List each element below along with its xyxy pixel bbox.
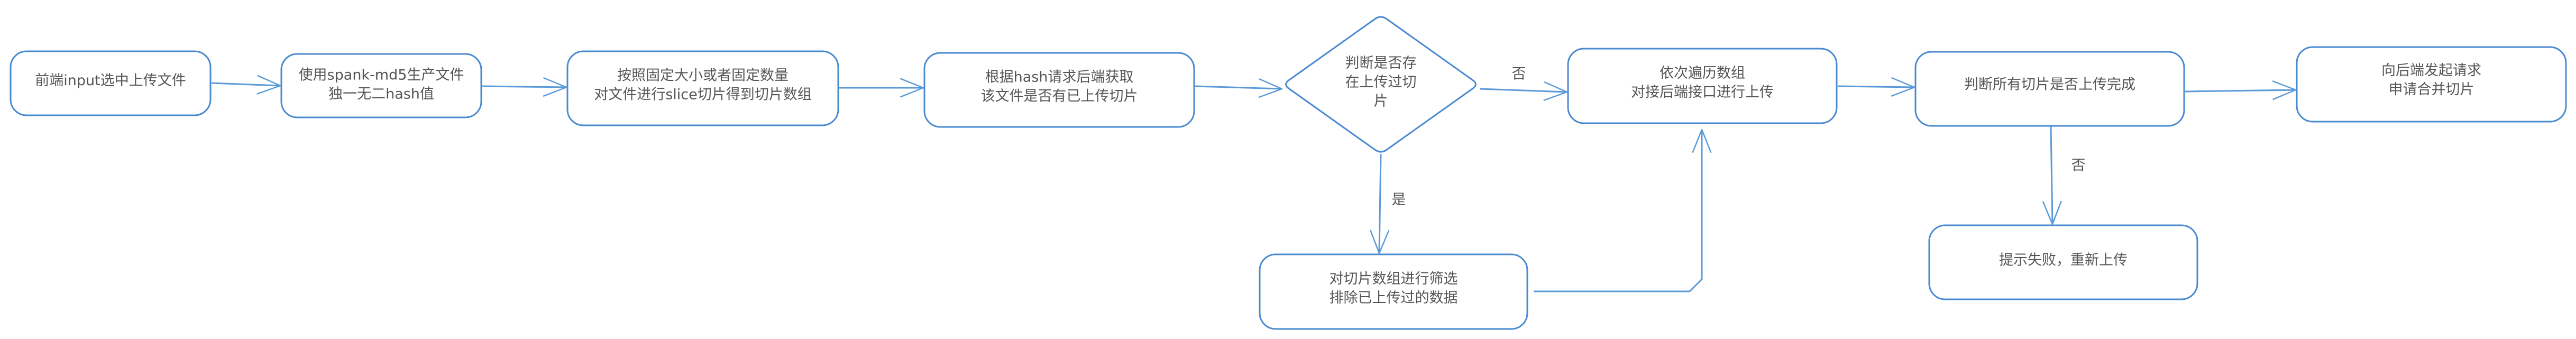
node-label-line: 排除已上传过的数据	[1330, 290, 1458, 306]
arrowhead-icon	[2042, 200, 2062, 225]
node-label-line: 前端input选中上传文件	[35, 72, 186, 89]
edges-layer	[211, 75, 2297, 292]
edge-upload-chunks-to-check-complete	[1837, 77, 1915, 97]
edge-select-file-to-compute-hash	[211, 75, 281, 95]
process-box	[1928, 224, 2198, 300]
arrowhead-icon	[2272, 80, 2297, 100]
node-label-line: 对接后端接口进行上传	[1631, 84, 1774, 100]
process-box	[280, 53, 482, 118]
connector-line	[211, 82, 281, 87]
connector-line	[1378, 153, 1382, 254]
node-label-line: 申请合并切片	[2389, 81, 2474, 98]
connector-line	[2185, 89, 2296, 93]
process-box	[923, 52, 1195, 128]
arrowhead-icon	[1543, 81, 1568, 101]
node-check-complete[interactable]: 判断所有切片是否上传完成	[1914, 51, 2185, 127]
node-label-line: 使用spank-md5生产文件	[299, 67, 464, 84]
node-label-line: 在上传过切	[1345, 74, 1417, 90]
process-box	[1259, 253, 1528, 330]
edge-label: 否	[2071, 158, 2086, 174]
arrowhead-icon	[900, 78, 924, 98]
arrowhead-icon	[1891, 77, 1915, 97]
node-label-line: 依次遍历数组	[1660, 65, 1745, 81]
node-label-line: 判断所有切片是否上传完成	[1964, 77, 2135, 93]
edge-label: 是	[1392, 192, 1406, 208]
connector-line	[1534, 130, 1703, 292]
edge-query-backend-to-check-uploaded	[1195, 78, 1283, 98]
edge-compute-hash-to-slice-file	[482, 77, 567, 97]
edge-check-complete-to-merge-request	[2185, 80, 2297, 100]
process-box	[2296, 46, 2567, 123]
process-box	[1567, 48, 1838, 124]
arrowhead-icon	[543, 77, 567, 97]
edge-check-uploaded-to-filter-chunks	[1370, 153, 1389, 254]
node-label-line: 向后端发起请求	[2381, 62, 2481, 79]
connector-line	[482, 85, 567, 88]
arrowhead-icon	[1692, 129, 1712, 153]
edge-check-uploaded-to-upload-chunks	[1479, 81, 1568, 101]
node-label-line: 提示失败，重新上传	[1999, 252, 2128, 269]
edge-labels-layer: 否是 否	[1392, 66, 2086, 208]
node-label-line: 该文件是否有已上传切片	[981, 88, 1138, 105]
decision-diamond	[1285, 16, 1477, 153]
connector-line	[1837, 85, 1915, 88]
node-label-line: 对切片数组进行筛选	[1330, 271, 1458, 287]
process-box	[1914, 51, 2185, 127]
connector-line	[2050, 125, 2054, 225]
edge-filter-chunks-to-upload-chunks	[1534, 129, 1712, 292]
node-label-line: 根据hash请求后端获取	[985, 69, 1134, 86]
connector-line	[1195, 85, 1282, 90]
edge-check-complete-to-upload-failed	[2042, 125, 2062, 225]
process-box	[10, 50, 212, 116]
node-label-line: 按照固定大小或者固定数量	[617, 68, 789, 84]
edge-slice-file-to-query-backend	[839, 78, 924, 98]
arrowhead-icon	[1258, 78, 1283, 98]
node-label-line: 片	[1374, 93, 1388, 109]
node-select-file[interactable]: 前端input选中上传文件	[10, 50, 212, 116]
node-label-line: 判断是否存	[1345, 55, 1417, 71]
node-label-line: 独一无二hash值	[328, 86, 434, 103]
arrowhead-icon	[256, 75, 281, 95]
node-upload-failed[interactable]: 提示失败，重新上传	[1928, 224, 2198, 300]
edge-label: 否	[1512, 66, 1526, 83]
node-label-line: 对文件进行slice切片得到切片数组	[594, 87, 812, 103]
connector-line	[1479, 88, 1567, 93]
arrowhead-icon	[1370, 230, 1389, 254]
process-box	[566, 50, 839, 126]
